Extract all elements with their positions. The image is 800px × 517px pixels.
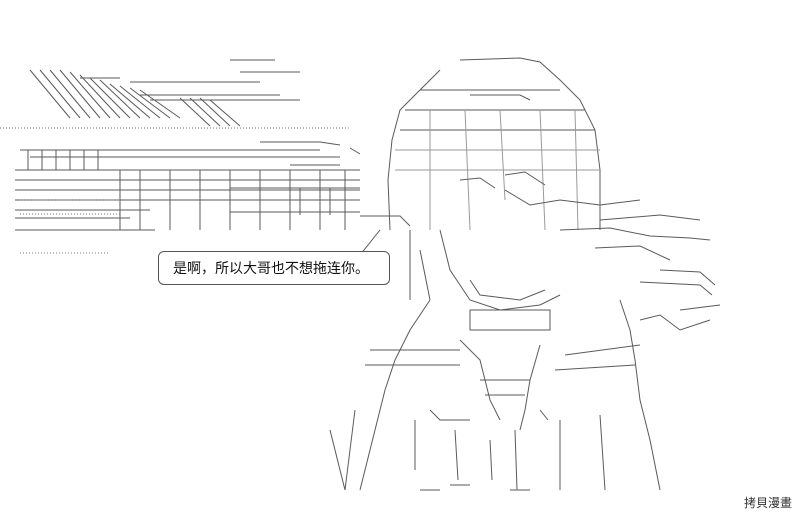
fence-posts	[20, 150, 346, 254]
diagonal-hatching	[29, 69, 241, 127]
character-figure	[329, 57, 721, 491]
dialogue-text: 是啊，所以大哥也不想拖连你。	[173, 261, 369, 277]
speech-bubble: 是啊，所以大哥也不想拖连你。	[158, 251, 390, 285]
rooftop-lines	[0, 59, 361, 231]
railings	[230, 179, 411, 227]
watermark: 拷貝漫畫	[743, 496, 792, 510]
